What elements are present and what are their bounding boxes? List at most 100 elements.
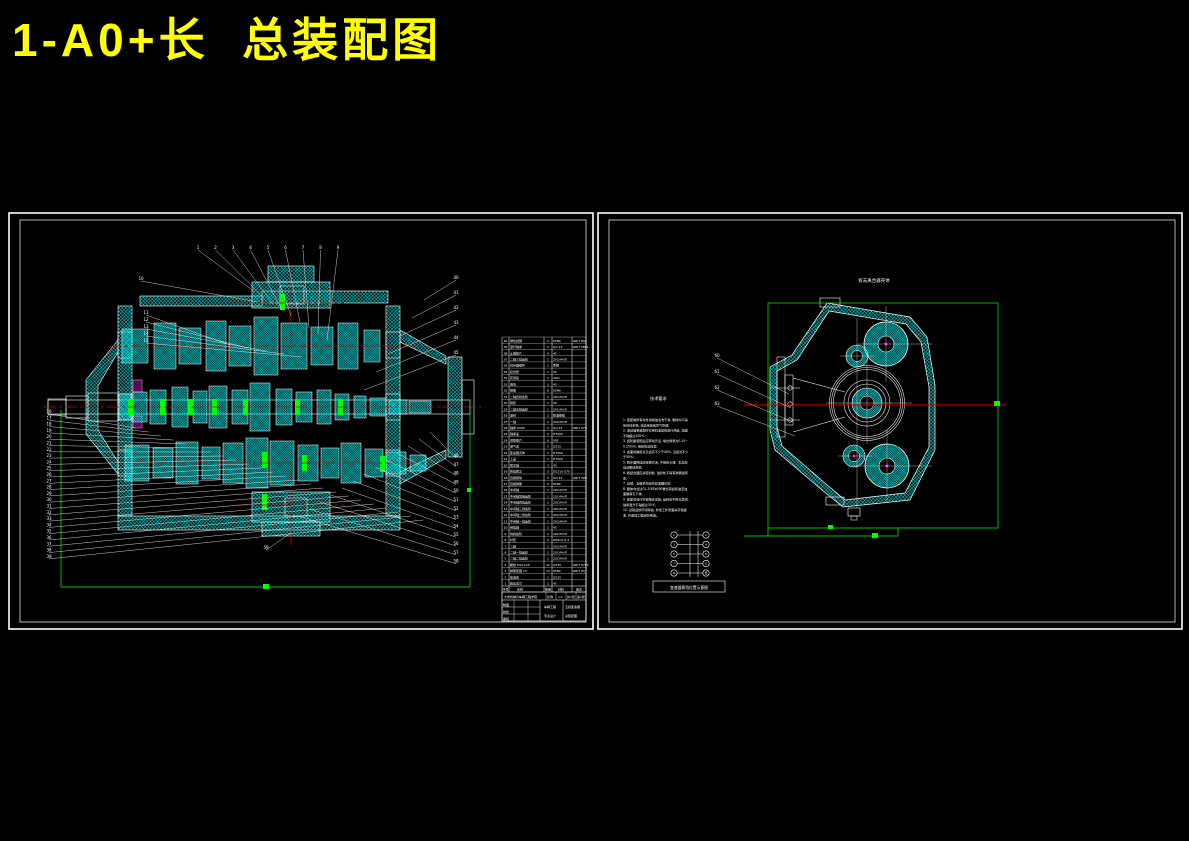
svg-text:20CrMnTi: 20CrMnTi — [553, 358, 567, 362]
leader-line — [48, 413, 137, 429]
leader-line — [363, 354, 457, 391]
leader-line — [48, 459, 237, 465]
svg-text:20CrMnTi: 20CrMnTi — [553, 488, 567, 492]
svg-text:拨叉轴: 拨叉轴 — [510, 462, 519, 467]
svg-text:HT200: HT200 — [553, 432, 563, 436]
svg-text:一轴: 一轴 — [510, 419, 516, 424]
leader-line — [48, 495, 349, 522]
shift-position-label: 7 — [673, 562, 675, 566]
svg-text:13: 13 — [504, 507, 508, 511]
leader-line — [140, 280, 259, 303]
key-green — [188, 399, 193, 415]
titleblock-role: 校核 — [503, 609, 509, 614]
leader-line — [387, 324, 457, 355]
leader-line — [429, 431, 457, 459]
note-line: 不得超过100℃; — [623, 433, 646, 438]
svg-text:6: 6 — [547, 389, 549, 393]
svg-text:换挡拨叉: 换挡拨叉 — [510, 469, 522, 474]
bom-header-row: 序号名称数量材料备注 — [502, 586, 582, 591]
svg-text:二轴二挡齿轮: 二轴二挡齿轮 — [510, 556, 528, 561]
svg-text:16: 16 — [504, 488, 508, 492]
svg-text:二轴五挡齿轮: 二轴五挡齿轮 — [510, 406, 528, 411]
leader-line — [48, 519, 424, 560]
svg-text:1: 1 — [547, 532, 549, 536]
key-green — [280, 294, 285, 310]
svg-text:1: 1 — [547, 401, 549, 405]
svg-text:65Mn: 65Mn — [553, 482, 561, 486]
svg-text:放油塞: 放油塞 — [510, 574, 519, 579]
svg-text:2: 2 — [547, 364, 549, 368]
svg-text:23: 23 — [504, 445, 508, 449]
svg-text:22: 22 — [504, 451, 508, 455]
svg-text:18: 18 — [504, 476, 508, 480]
dim-text-mark — [263, 584, 269, 589]
svg-text:同步器锁环: 同步器锁环 — [510, 363, 525, 368]
part-callout: 22 — [46, 447, 52, 452]
svg-text:45: 45 — [553, 370, 557, 374]
svg-text:8: 8 — [505, 538, 507, 542]
leader-line — [48, 475, 287, 490]
synchro-ring-magenta-1 — [132, 379, 143, 393]
svg-text:名称: 名称 — [517, 586, 523, 591]
svg-text:45: 45 — [553, 526, 557, 530]
svg-text:40Cr: 40Cr — [553, 376, 561, 380]
svg-text:14: 14 — [504, 501, 508, 505]
svg-text:1: 1 — [547, 575, 549, 579]
svg-text:1: 1 — [547, 557, 549, 561]
svg-text:1: 1 — [547, 457, 549, 461]
leader-line — [267, 249, 292, 317]
part-callout: 48 — [453, 471, 459, 476]
shift-position-left — [670, 559, 678, 567]
part-callout: 40 — [453, 275, 459, 280]
note-line: 8. 箱体内加注GL-5 85W/90重负荷齿轮油至油 — [623, 486, 687, 491]
svg-text:2: 2 — [547, 339, 549, 343]
shift-caption: 变速器换挡位置示意图 — [670, 585, 708, 590]
svg-text:衬套: 衬套 — [510, 537, 516, 542]
shift-position-left — [670, 550, 678, 558]
svg-text:调整垫片: 调整垫片 — [510, 437, 522, 442]
svg-text:1: 1 — [547, 494, 549, 498]
svg-text:滑块: 滑块 — [510, 381, 516, 386]
leader-line — [145, 321, 249, 349]
svg-text:1: 1 — [547, 544, 549, 548]
svg-text:Q235: Q235 — [553, 563, 561, 567]
left-sheet-outer-border — [8, 212, 594, 630]
notes-title: 技术要求 — [650, 395, 668, 402]
titleblock-role: 审核 — [503, 616, 509, 621]
shift-position-right — [702, 550, 710, 558]
svg-text:12: 12 — [504, 513, 508, 517]
leader-line — [385, 459, 457, 494]
part-callout: 21 — [46, 441, 52, 446]
leader-line — [145, 342, 303, 358]
leader-line — [375, 339, 457, 373]
svg-text:1: 1 — [547, 550, 549, 554]
svg-text:17: 17 — [504, 482, 508, 486]
svg-text:2: 2 — [505, 575, 507, 579]
centerlines — [44, 268, 486, 548]
svg-text:Q235: Q235 — [553, 575, 561, 579]
svg-text:备注: 备注 — [576, 586, 582, 591]
svg-text:中间轴常啮齿轮: 中间轴常啮齿轮 — [510, 493, 531, 498]
svg-text:45: 45 — [553, 401, 557, 405]
svg-text:20CrMnTi: 20CrMnTi — [553, 407, 567, 411]
leader-line — [48, 479, 299, 497]
part-callout: 45 — [453, 350, 459, 355]
part-callout: 3 — [232, 245, 235, 250]
svg-text:花键毂: 花键毂 — [510, 375, 519, 380]
